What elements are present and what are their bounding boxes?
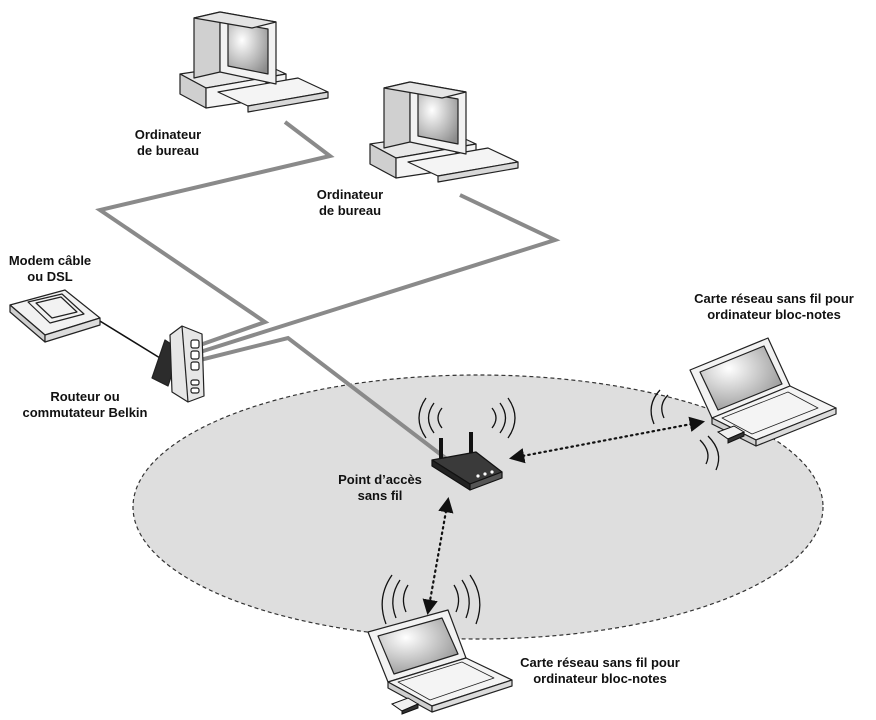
modem-label: Modem câble ou DSL (0, 253, 100, 285)
laptop-right-label: Carte réseau sans fil pour ordinateur bl… (676, 291, 872, 323)
cable-modem-icon (9, 289, 101, 343)
cable-modem-router (94, 317, 161, 359)
desktop-2-label-line-1: Ordinateur (316, 187, 384, 202)
router-label-line-2: commutateur Belkin (22, 405, 148, 420)
cable-router-desktop-2 (199, 193, 561, 354)
cable-router-access-point (199, 335, 450, 462)
laptop-right-label-line-1: Carte réseau sans fil pour (694, 291, 854, 306)
desktop-1-label-line-1: Ordinateur (134, 127, 202, 142)
router-switch-icon (151, 325, 205, 403)
desktop-1-label-line-2: de bureau (136, 143, 200, 158)
wireless-card-icon (716, 425, 746, 444)
bidirectional-arrow-icon (508, 416, 706, 464)
network-cables (95, 120, 561, 462)
access-point-label: Point d’accès sans fil (330, 472, 430, 504)
desktop-computer-icon (369, 81, 519, 183)
laptop-bottom-label-line-1: Carte réseau sans fil pour (520, 655, 680, 670)
router-label-line-1: Routeur ou (50, 389, 120, 404)
cable-router-desktop-1 (95, 120, 335, 347)
laptop-bottom-label-line-2: ordinateur bloc-notes (533, 671, 667, 686)
modem-label-line-1: Modem câble (8, 253, 92, 268)
desktop-2-label: Ordinateur de bureau (300, 187, 400, 219)
wireless-card-icon (390, 697, 420, 715)
desktop-1-label: Ordinateur de bureau (118, 127, 218, 159)
desktop-2-label-line-2: de bureau (318, 203, 382, 218)
wireless-access-point-icon (431, 432, 503, 491)
laptop-right-label-line-2: ordinateur bloc-notes (707, 307, 841, 322)
signal-wave-icon (381, 574, 481, 625)
access-point-label-line-1: Point d’accès (338, 472, 422, 487)
laptop-bottom-label: Carte réseau sans fil pour ordinateur bl… (502, 655, 698, 687)
laptop-computer-icon (367, 609, 513, 713)
modem-label-line-2: ou DSL (27, 269, 73, 284)
laptop-computer-icon (689, 337, 837, 447)
access-point-label-line-2: sans fil (357, 488, 403, 503)
desktop-computer-icon (179, 11, 329, 113)
router-label: Routeur ou commutateur Belkin (15, 389, 155, 421)
bidirectional-arrow-icon (422, 496, 454, 616)
